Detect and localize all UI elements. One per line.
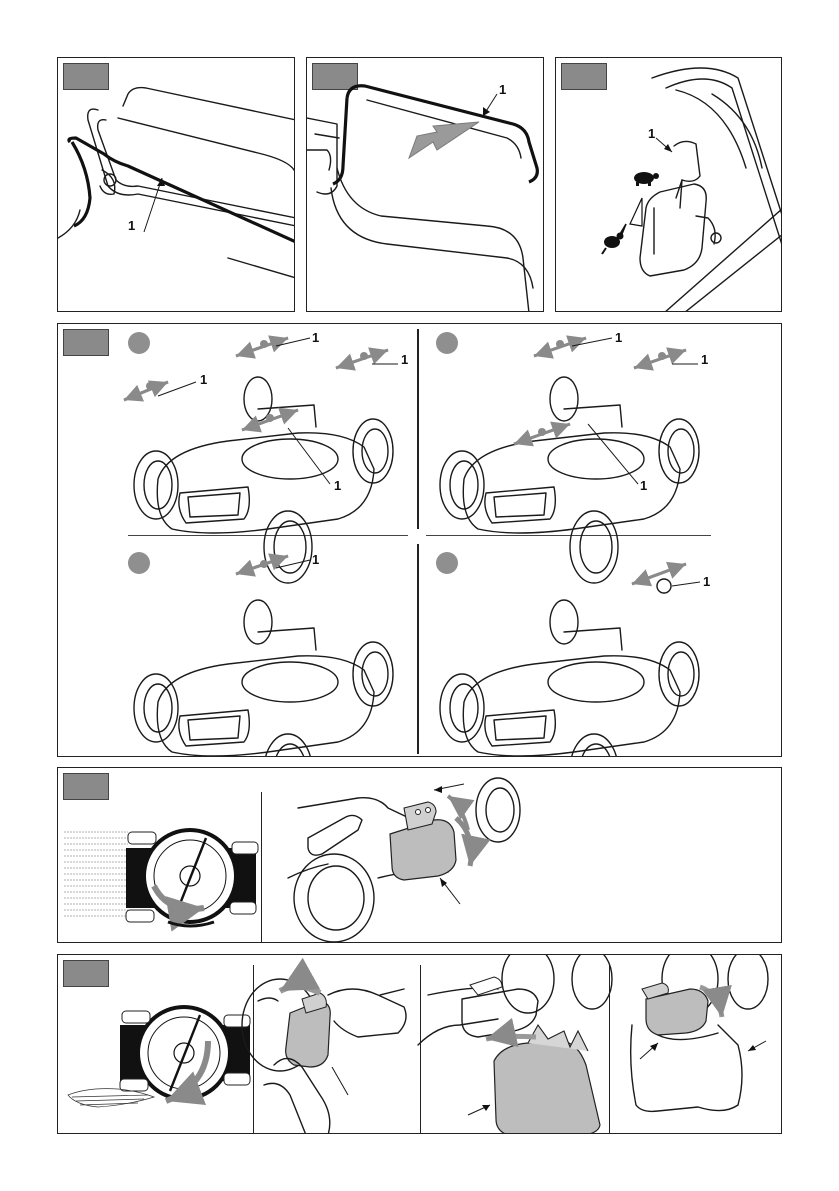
clippings-pattern — [64, 832, 128, 916]
callout-1: 1 — [312, 552, 319, 567]
mower-drawings: 1 1 1 1 1 1 1 1 1 — [58, 324, 782, 757]
mulch-drawing — [58, 768, 782, 943]
callout-1: 1 — [128, 218, 135, 233]
callout-1: 1 — [703, 574, 710, 589]
throttle-drawing: 1 — [556, 58, 782, 312]
callout-1: 1 — [648, 126, 655, 141]
callout-1: 1 — [701, 352, 708, 367]
panel-grass-bag — [57, 954, 782, 1134]
callout-1: 1 — [499, 82, 506, 97]
panel-mulch-plug — [57, 767, 782, 943]
callout-1: 1 — [200, 372, 207, 387]
callout-1: 1 — [615, 330, 622, 345]
panel-handle-push: 1 — [306, 57, 544, 312]
panel-throttle-lever: 1 — [555, 57, 782, 312]
handle-push-drawing: 1 — [307, 58, 544, 312]
callout-1: 1 — [312, 330, 319, 345]
turtle-icon — [634, 172, 659, 186]
handle-drawing: 1 — [58, 58, 295, 312]
grass-bag-drawing — [58, 955, 782, 1134]
panel-height-adjust: 1 1 1 1 1 1 1 1 1 — [57, 323, 782, 757]
callout-1: 1 — [334, 478, 341, 493]
rabbit-icon — [602, 224, 626, 254]
callout-1: 1 — [401, 352, 408, 367]
callout-1: 1 — [640, 478, 647, 493]
panel-handle-fold: 1 — [57, 57, 295, 312]
